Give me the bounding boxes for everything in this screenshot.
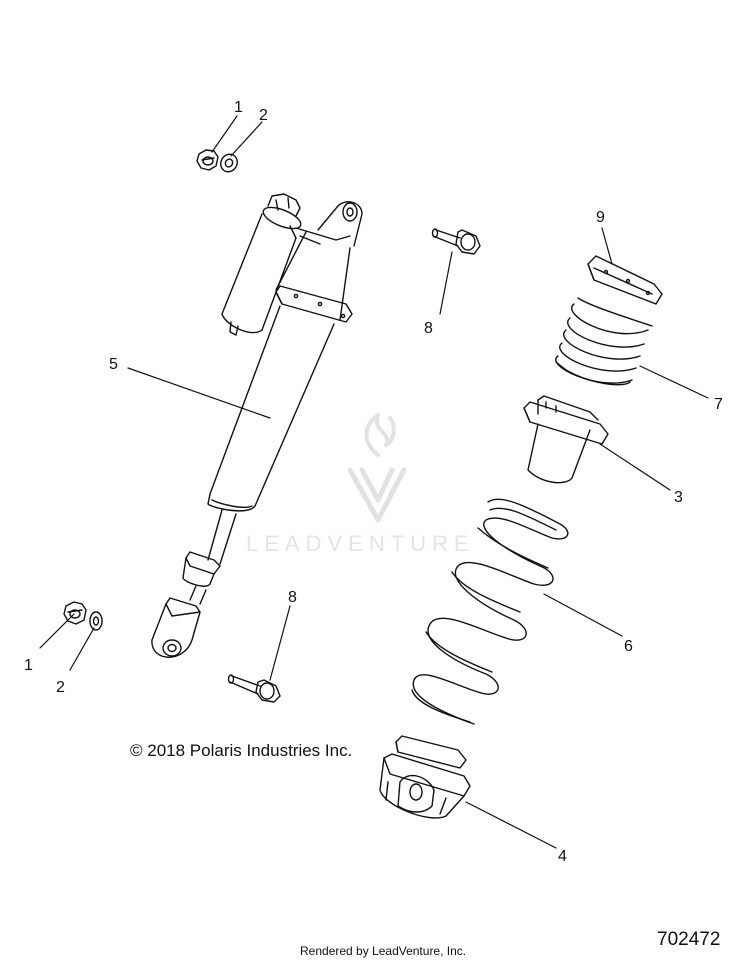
callout-6: 6 (624, 638, 633, 655)
washer-lower (89, 611, 103, 631)
callout-1-lower: 1 (24, 657, 33, 674)
leadventure-watermark-logo (347, 413, 407, 523)
callout-5: 5 (109, 356, 118, 373)
bolt-lower (227, 674, 281, 703)
callout-8-upper: 8 (424, 320, 433, 337)
rendered-by-text: Rendered by LeadVenture, Inc. (300, 944, 467, 958)
copyright-text: © 2018 Polaris Industries Inc. (130, 741, 353, 760)
callout-9: 9 (596, 209, 605, 226)
lower-spring-seat (379, 735, 471, 819)
callout-7: 7 (714, 396, 723, 413)
coil-spring (411, 498, 569, 725)
shock-absorber (151, 193, 363, 658)
flange-nut-top (196, 149, 219, 171)
callout-1-top: 1 (234, 99, 243, 116)
callout-2-top: 2 (259, 107, 268, 124)
reference-number: 702472 (657, 929, 721, 950)
callout-3: 3 (674, 489, 683, 506)
bumper-boot (555, 297, 653, 386)
spring-retainer-top (587, 255, 663, 305)
washer-top (220, 153, 238, 173)
watermark-text: LEADVENTURE (246, 531, 475, 556)
callout-8-lower: 8 (288, 589, 297, 606)
callout-4: 4 (558, 848, 567, 865)
spring-seat-adapter (523, 395, 609, 484)
leader-lines (39, 115, 709, 849)
callout-2-lower: 2 (56, 679, 65, 696)
flange-nut-lower (63, 601, 87, 625)
bolt-upper (431, 228, 481, 255)
